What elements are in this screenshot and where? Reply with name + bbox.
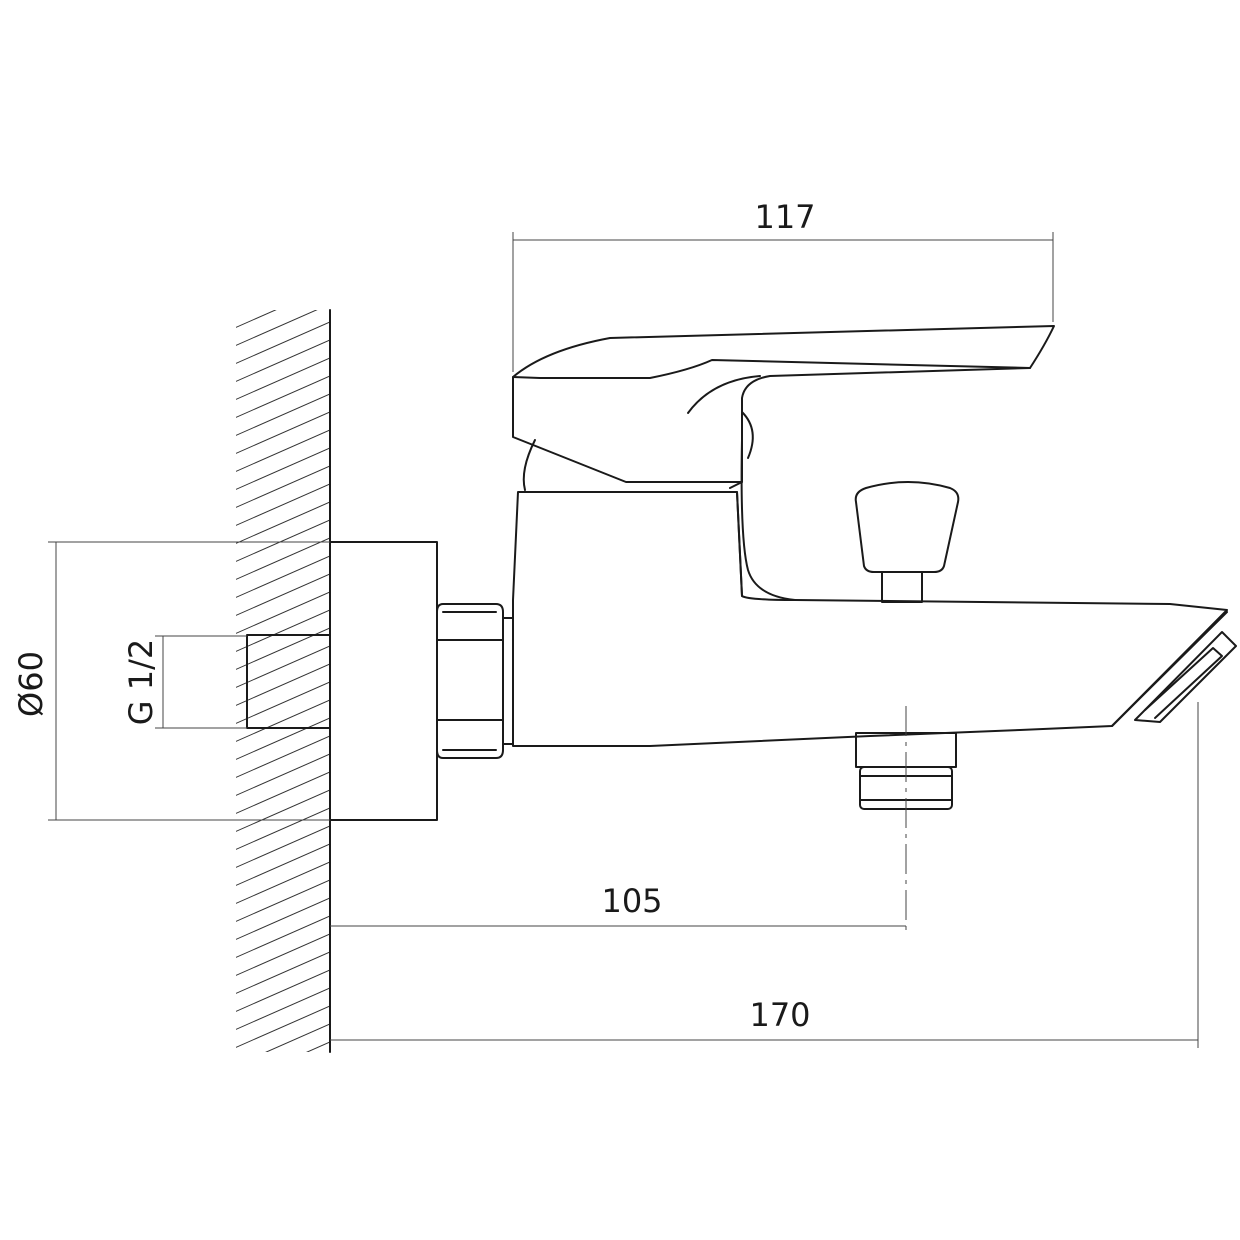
hatch-line bbox=[230, 1096, 330, 1140]
hatch-line bbox=[236, 429, 330, 472]
hatch-line bbox=[236, 699, 330, 742]
hatch-line bbox=[236, 843, 330, 886]
hatch-line bbox=[230, 1114, 330, 1158]
dimension-117-label: 117 bbox=[754, 198, 815, 236]
hatch-line bbox=[236, 393, 330, 436]
hatch-line bbox=[236, 771, 330, 814]
hatch-line bbox=[236, 987, 330, 1030]
dimension-105: 105 bbox=[330, 882, 906, 927]
hatch-line bbox=[230, 1078, 330, 1122]
diverter-knob bbox=[854, 481, 960, 603]
dimension-diameter-label: Ø60 bbox=[12, 651, 50, 717]
dimension-thread: G 1/2 bbox=[122, 635, 247, 729]
hatch-line bbox=[236, 609, 330, 652]
dimension-170-label: 170 bbox=[749, 996, 810, 1034]
hatch-line bbox=[306, 1041, 330, 1052]
hatch-line bbox=[236, 951, 330, 994]
hatch-line bbox=[236, 555, 330, 598]
hatch-line bbox=[236, 411, 330, 454]
hatch-line bbox=[236, 339, 330, 382]
dimension-thread-label: G 1/2 bbox=[122, 639, 160, 725]
inlet-pipe bbox=[246, 634, 331, 729]
hatch-line bbox=[236, 861, 330, 904]
hatch-line bbox=[236, 789, 330, 832]
hatch-line bbox=[236, 645, 330, 688]
hatch-line bbox=[236, 447, 330, 490]
hatch-line bbox=[236, 879, 330, 922]
hatch-line bbox=[236, 753, 330, 796]
hatch-line bbox=[236, 321, 330, 364]
spout-outlet bbox=[1111, 611, 1237, 727]
lever-handle bbox=[512, 325, 1055, 489]
hatch-line bbox=[236, 465, 330, 508]
hatch-line bbox=[236, 501, 330, 544]
hatch-line bbox=[236, 573, 330, 616]
hatch-line bbox=[236, 969, 330, 1012]
hatch-line bbox=[236, 310, 277, 328]
hex-nut bbox=[436, 603, 514, 759]
hatch-line bbox=[236, 375, 330, 418]
hatch-line bbox=[236, 591, 330, 634]
hatch-line bbox=[236, 915, 330, 958]
hatch-line bbox=[236, 663, 330, 706]
dimension-117: 117 bbox=[512, 198, 1054, 372]
dimension-170: 170 bbox=[330, 702, 1199, 1048]
hatch-line bbox=[236, 807, 330, 850]
hatch-line bbox=[236, 735, 330, 778]
hatch-line bbox=[236, 357, 330, 400]
wall-hatching bbox=[230, 310, 330, 1158]
hatch-line bbox=[236, 310, 318, 346]
hatch-line bbox=[236, 825, 330, 868]
hatch-line bbox=[236, 483, 330, 526]
dimension-diameter-60: Ø60 bbox=[12, 541, 330, 821]
hatch-line bbox=[236, 717, 330, 760]
hatch-line bbox=[236, 1005, 330, 1048]
hatch-line bbox=[236, 933, 330, 976]
hatch-line bbox=[230, 1060, 330, 1104]
dimension-105-label: 105 bbox=[601, 882, 662, 920]
hatch-line bbox=[236, 681, 330, 724]
wall-flange bbox=[329, 541, 438, 821]
hatch-line bbox=[236, 537, 330, 580]
hatch-line bbox=[236, 897, 330, 940]
hatch-line bbox=[265, 1023, 330, 1052]
